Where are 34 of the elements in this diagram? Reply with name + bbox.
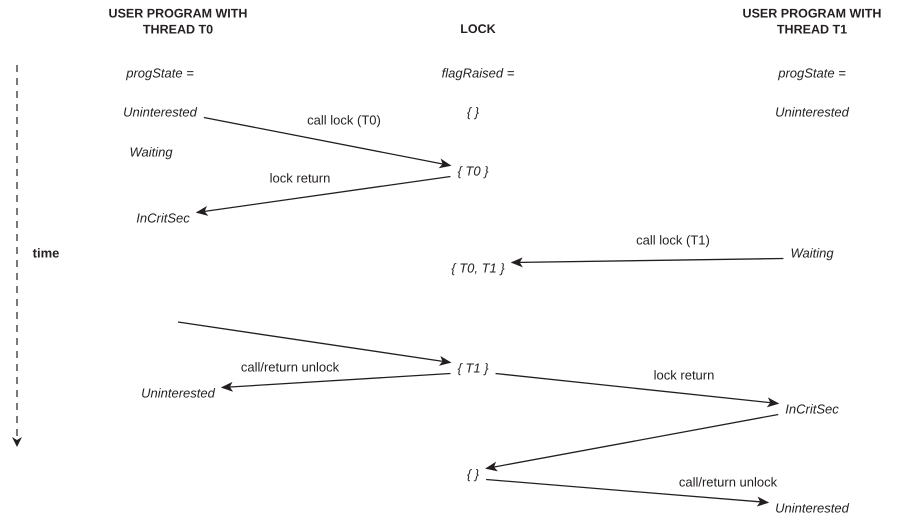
- state-text: { T0, T1 }: [451, 260, 505, 276]
- variable-label: progState =: [126, 66, 194, 80]
- edge-label: call lock (T1): [636, 232, 710, 248]
- edge-label: call/return unlock: [678, 474, 778, 490]
- arrow: [178, 321, 452, 366]
- variable-label: progState =: [778, 66, 846, 80]
- column-heading: USER PROGRAM WITH THREAD T1: [742, 6, 882, 38]
- state-text: { T0 }: [457, 164, 489, 178]
- arrow: [220, 372, 450, 392]
- state-text: Waiting: [790, 246, 834, 260]
- edge-label: lock return: [654, 368, 714, 382]
- arrow: [204, 116, 452, 168]
- arrow: [485, 414, 778, 472]
- column-heading: USER PROGRAM WITH THREAD T0: [108, 6, 248, 38]
- state-text: InCritSec: [785, 402, 839, 416]
- state-text: { T1 }: [457, 360, 489, 376]
- time-label: time: [32, 246, 60, 260]
- variable-label: flagRaised =: [442, 66, 514, 80]
- edge-label: call/return unlock: [240, 360, 340, 374]
- arrow: [196, 176, 451, 216]
- column-heading: LOCK: [459, 22, 497, 38]
- state-text: Uninterested: [775, 104, 849, 120]
- edge-label: call lock (T0): [307, 112, 381, 128]
- state-text: Uninterested: [775, 500, 849, 516]
- arrow: [510, 257, 784, 268]
- state-text: InCritSec: [136, 210, 190, 226]
- edge-label: lock return: [270, 170, 330, 186]
- state-text: Waiting: [129, 144, 173, 160]
- arrow: [495, 372, 780, 408]
- state-text: { }: [466, 466, 480, 482]
- state-text: Uninterested: [123, 104, 197, 120]
- state-text: { }: [466, 104, 480, 120]
- arrow: [486, 478, 770, 507]
- state-text: Uninterested: [141, 386, 215, 400]
